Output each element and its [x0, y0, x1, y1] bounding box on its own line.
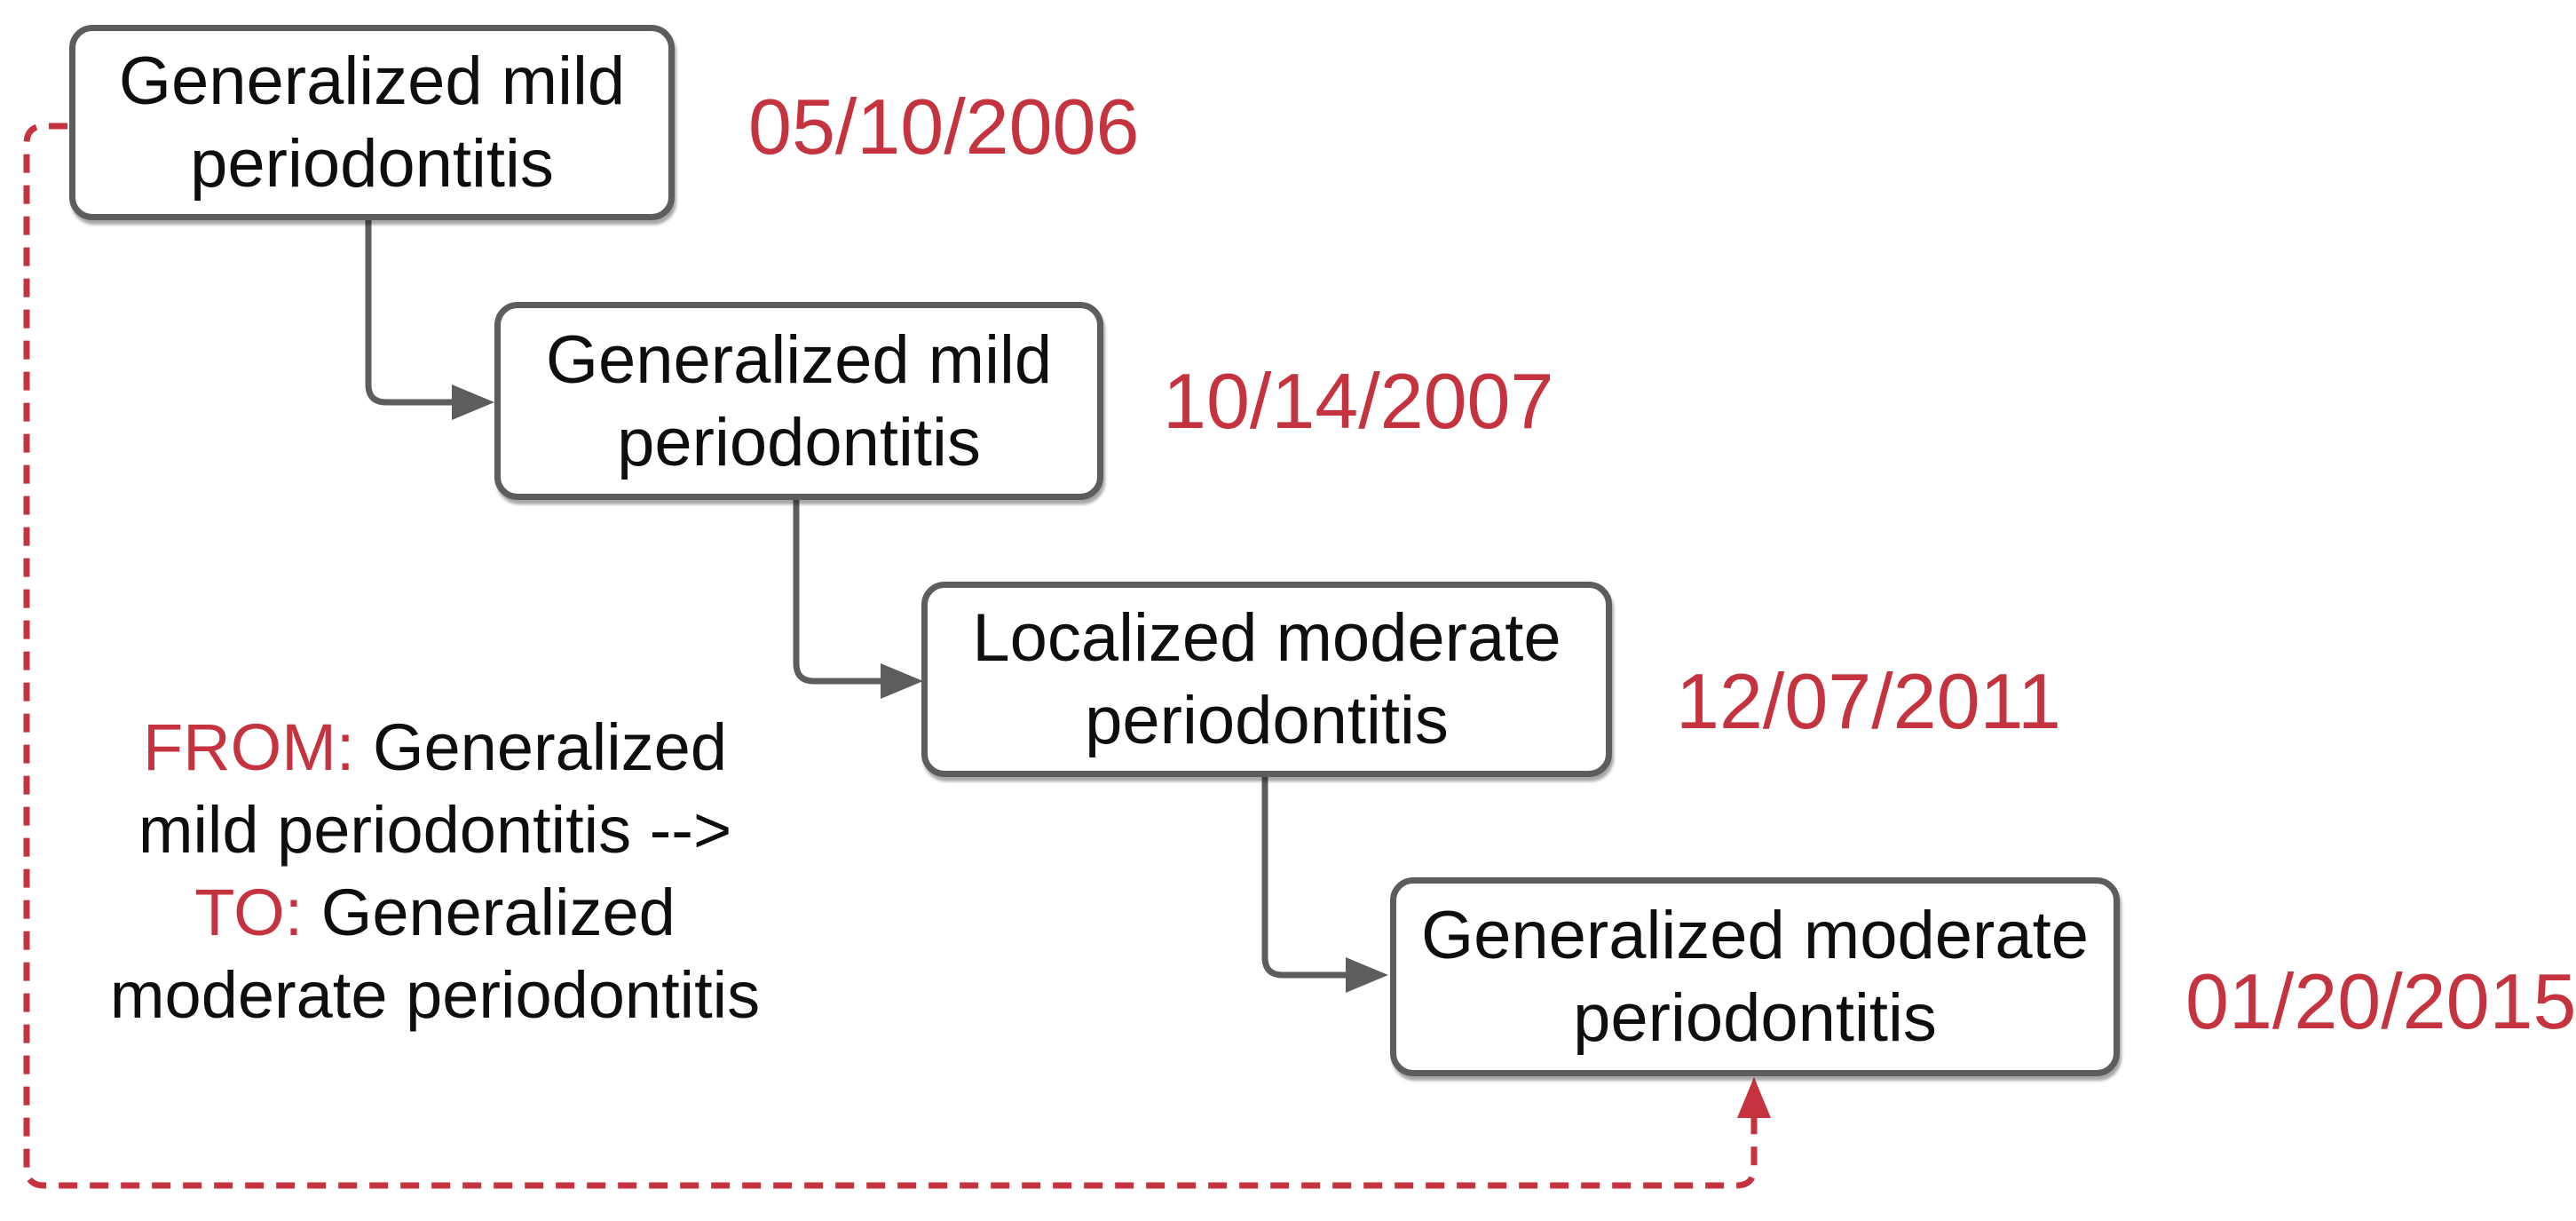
node-label-line2: periodontitis: [617, 404, 981, 480]
diagnosis-node-3: Localized moderate periodontitis: [921, 582, 1612, 777]
node-label-line1: Localized moderate: [972, 600, 1561, 676]
diagnosis-node-4: Generalized moderate periodontitis: [1390, 877, 2120, 1076]
diagnosis-node-2: Generalized mild periodontitis: [494, 302, 1103, 500]
date-label-2: 10/14/2007: [1163, 357, 1554, 445]
date-label-4: 01/20/2015: [2185, 957, 2576, 1045]
annotation-line-1: FROM: Generalized: [143, 710, 727, 784]
node-label-line2: periodontitis: [1573, 980, 1937, 1056]
annotation-line-2: mild periodontitis -->: [138, 793, 732, 867]
node-label-line2: periodontitis: [1085, 683, 1449, 758]
from-label: FROM:: [143, 710, 355, 784]
date-label-3: 12/07/2011: [1676, 657, 2061, 745]
to-label: TO:: [194, 876, 304, 949]
arrowhead-icon-1: [452, 385, 494, 420]
arrowhead-icon-2: [881, 663, 923, 699]
elbow-connector-2: [793, 500, 881, 685]
node-label-line1: Generalized mild: [118, 44, 626, 119]
diagnosis-node-1: Generalized mild periodontitis: [69, 25, 675, 220]
annotation-line-4: moderate periodontitis: [109, 958, 761, 1032]
elbow-connector-1: [365, 220, 452, 406]
feedback-arrowhead-icon: [1737, 1077, 1771, 1118]
transition-annotation: FROM: Generalized mild periodontitis -->…: [80, 706, 790, 1036]
node-label-line1: Generalized mild: [545, 321, 1053, 398]
date-label-1: 05/10/2006: [748, 83, 1140, 170]
node-label-line2: periodontitis: [190, 126, 554, 202]
annotation-line-3: TO: Generalized: [194, 876, 676, 949]
arrowhead-icon-3: [1346, 957, 1388, 993]
node-label-line1: Generalized moderate: [1421, 898, 2089, 973]
elbow-connector-3: [1261, 777, 1346, 979]
